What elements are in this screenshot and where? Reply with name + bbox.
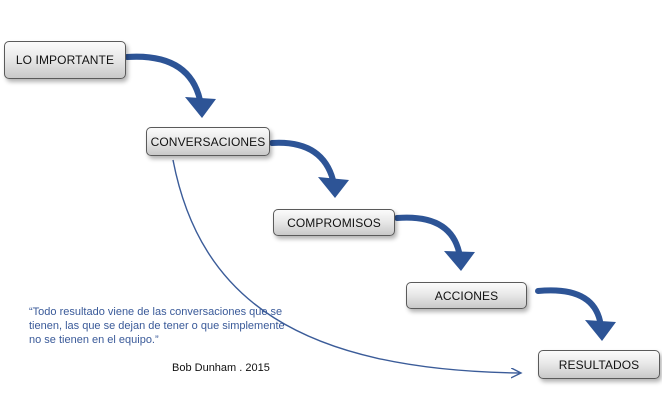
curved-arrow-icon-1 [124,53,216,118]
curved-arrow-icon-3 [394,214,475,271]
quote-author: Bob Dunham . 2015 [172,362,270,374]
step-box-lo-importante: LO IMPORTANTE [4,41,126,79]
connector-conversaciones-to-resultados [172,159,520,373]
curved-arrow-icon-2 [269,139,349,198]
quote-text: “Todo resultado viene de las conversacio… [29,306,285,346]
curved-arrow-icon-4 [535,287,616,341]
step-label: CONVERSACIONES [150,134,266,149]
step-label: COMPROMISOS [287,215,381,230]
step-box-compromisos: COMPROMISOS [273,209,395,236]
step-box-conversaciones: CONVERSACIONES [146,127,270,156]
step-box-acciones: ACCIONES [406,282,527,309]
step-label: ACCIONES [434,288,499,303]
step-box-resultados: RESULTADOS [538,350,660,379]
step-label: RESULTADOS [558,357,640,372]
step-label: LO IMPORTANTE [15,53,115,67]
